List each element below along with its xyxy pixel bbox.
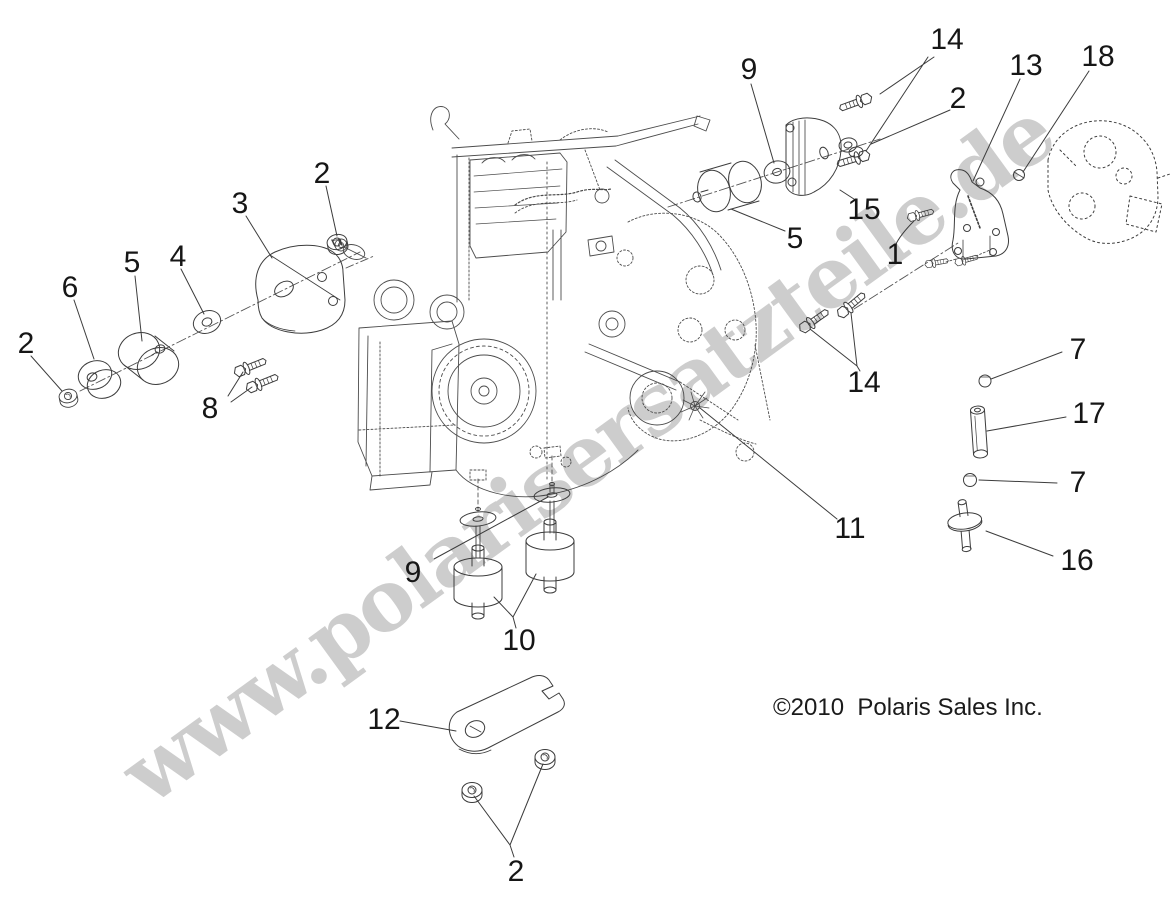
callout-5-left: 5 — [123, 246, 141, 279]
callout-5-right: 5 — [786, 222, 804, 255]
callout-14-bottom: 14 — [847, 366, 881, 399]
callout-11: 11 — [834, 512, 866, 545]
callout-3: 3 — [231, 187, 249, 220]
callout-9-bottom: 9 — [404, 556, 422, 589]
callout-7-lower: 7 — [1069, 466, 1087, 499]
engine-mount-boss — [680, 391, 710, 421]
assembly-axis-lines — [79, 138, 959, 512]
part-bolts-14-bottom — [795, 288, 870, 337]
part-nut-2-left — [57, 387, 80, 410]
part-bracket-3 — [255, 244, 346, 334]
callout-2-left: 2 — [17, 327, 35, 360]
part-nut-2-top — [325, 232, 350, 257]
leader-lines — [30, 56, 1090, 858]
callout-8: 8 — [201, 392, 219, 425]
part-bolts-14-top — [834, 90, 875, 171]
callout-9-top: 9 — [740, 53, 758, 86]
part-rubber-mount-5-left — [117, 332, 180, 385]
callout-13: 13 — [1009, 49, 1043, 82]
callout-18: 18 — [1081, 40, 1115, 73]
callout-15: 15 — [847, 193, 881, 226]
part-iso-mount-16 — [947, 499, 983, 553]
part-ball-stud-7-upper — [978, 374, 992, 388]
part-grommet-18 — [1013, 169, 1025, 181]
part-rubber-mount-5-right — [692, 160, 762, 213]
callout-7-upper: 7 — [1069, 333, 1087, 366]
part-bracket-13 — [923, 169, 1009, 270]
engine-component-dotted-right — [1047, 120, 1171, 244]
callout-4: 4 — [169, 240, 187, 273]
part-spacer-tube-17 — [969, 405, 989, 459]
part-bracket-15 — [785, 117, 842, 196]
callout-14-top: 14 — [930, 23, 964, 56]
callout-16: 16 — [1060, 544, 1094, 577]
part-bolt-1 — [905, 205, 936, 224]
part-washer-4 — [192, 310, 222, 334]
part-washers-9-bottom — [459, 487, 571, 527]
callout-2-top-left: 2 — [313, 157, 331, 190]
part-cup-washer-6 — [77, 360, 122, 399]
callout-6: 6 — [61, 271, 79, 304]
part-bracket-12 — [448, 675, 565, 755]
callout-2-right: 2 — [949, 82, 967, 115]
part-rubber-mounts-10 — [453, 518, 575, 620]
copyright-text: ©2010 Polaris Sales Inc. — [773, 694, 1043, 721]
part-ball-stud-7-lower — [963, 473, 977, 487]
engine-line-art — [334, 106, 771, 498]
part-studs-bottom — [475, 482, 555, 559]
part-washer-nut-2-right — [838, 137, 864, 158]
callout-17: 17 — [1072, 397, 1106, 430]
callout-10: 10 — [502, 624, 536, 657]
callout-1: 1 — [886, 238, 904, 271]
part-washer-9-right — [763, 160, 791, 184]
part-bolts-8 — [231, 353, 281, 396]
part-nuts-2-bottom — [461, 749, 556, 803]
callout-12: 12 — [367, 703, 401, 736]
callout-2-bottom: 2 — [507, 855, 525, 888]
